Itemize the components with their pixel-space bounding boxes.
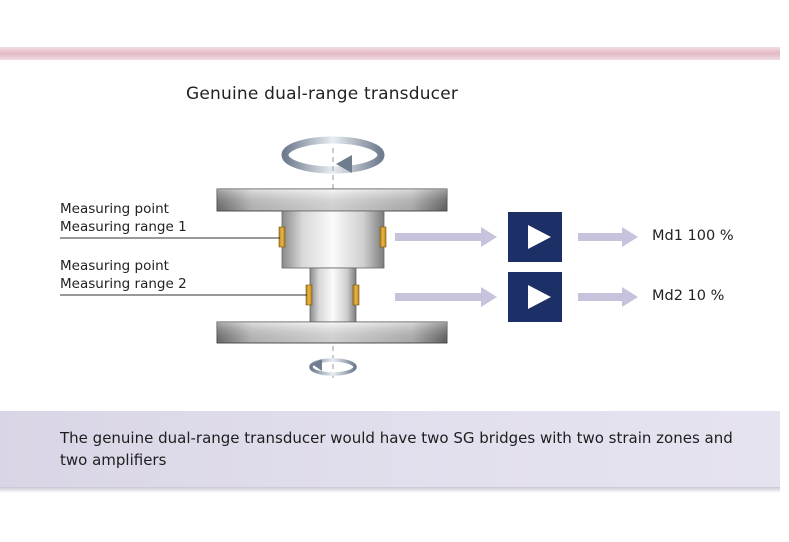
top-accent-band bbox=[0, 47, 780, 60]
signal-arrow-out-2 bbox=[578, 287, 638, 307]
caption-text: The genuine dual-range transducer would … bbox=[60, 429, 733, 469]
caption-shadow bbox=[0, 487, 780, 493]
strain-gauge-2-right bbox=[352, 284, 360, 306]
measuring-point-1-line1: Measuring point bbox=[60, 201, 169, 217]
measuring-body-1 bbox=[281, 210, 385, 269]
measuring-point-2-line1: Measuring point bbox=[60, 258, 169, 274]
measuring-body-2 bbox=[309, 267, 357, 323]
measuring-point-2-line2: Measuring range 2 bbox=[60, 276, 187, 292]
diagram-title: Genuine dual-range transducer bbox=[186, 84, 459, 104]
amplifier-1 bbox=[508, 212, 562, 262]
strain-gauge-1-left bbox=[278, 226, 286, 248]
strain-gauge-1-right bbox=[379, 226, 387, 248]
output-md1-label: Md1 100 % bbox=[652, 228, 734, 244]
amplifier-2 bbox=[508, 272, 562, 322]
output-md2-label: Md2 10 % bbox=[652, 288, 725, 304]
measuring-point-1-line2: Measuring range 1 bbox=[60, 219, 187, 235]
caption-box: The genuine dual-range transducer would … bbox=[0, 411, 780, 487]
signal-arrow-in-1 bbox=[395, 227, 497, 247]
measuring-point-2-label: Measuring point Measuring range 2 bbox=[60, 257, 187, 293]
play-triangle-icon bbox=[528, 225, 551, 249]
signal-arrow-in-2 bbox=[395, 287, 497, 307]
diagram-panel bbox=[0, 60, 780, 410]
measuring-point-1-label: Measuring point Measuring range 1 bbox=[60, 200, 187, 236]
signal-arrow-out-1 bbox=[578, 227, 638, 247]
play-triangle-icon bbox=[528, 285, 551, 309]
rotation-arrow-icon bbox=[309, 358, 357, 376]
